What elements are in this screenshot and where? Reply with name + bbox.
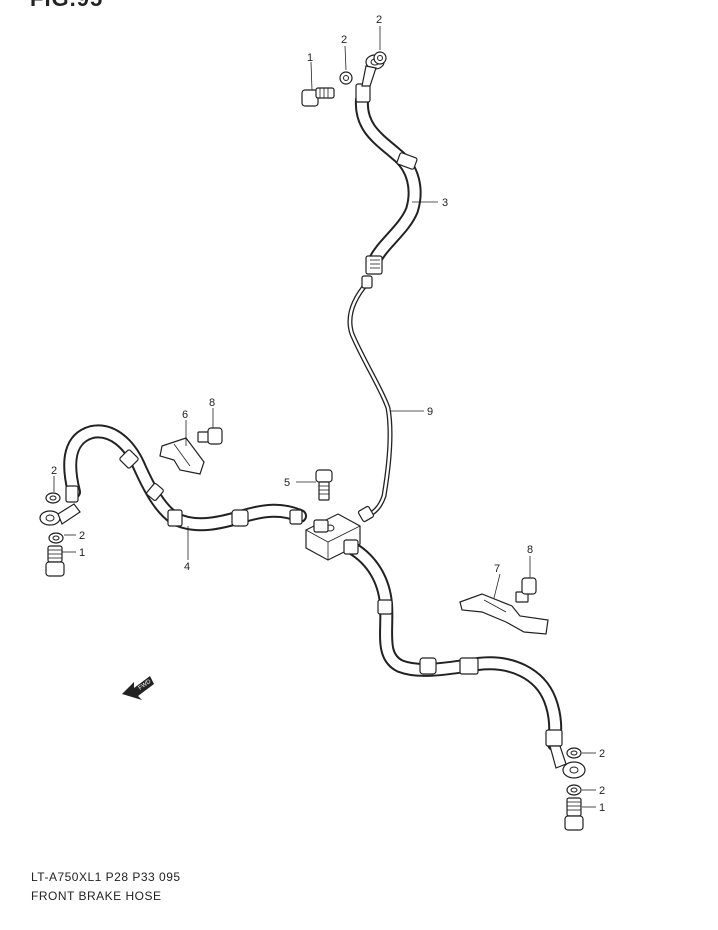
callout-4: 4 [184,561,190,573]
junction-bolt-part-5[interactable] [315,469,333,501]
clamp-bolt-left-part-8[interactable] [197,427,223,445]
callout-1-top: 1 [307,52,313,64]
washer-left-b [48,532,64,544]
callout-6: 6 [182,409,188,421]
banjo-bolt-right [564,797,584,831]
banjo-bolt-left [45,545,65,577]
callout-2-right-a: 2 [599,748,605,760]
callout-9: 9 [427,406,433,418]
callout-1-left: 1 [79,547,85,559]
callout-5: 5 [284,477,290,489]
model-code: LT-A750XL1 P28 P33 095 [31,870,181,884]
callout-2-top-b: 2 [376,14,382,26]
upper-brake-hose-part-3[interactable] [354,83,422,275]
diagram-title: FRONT BRAKE HOSE [31,889,162,903]
left-brake-hose-part-4[interactable] [63,424,307,532]
washer-top-a [339,71,353,85]
callout-2-right-b: 2 [599,785,605,797]
washer-right-a [566,747,582,759]
callout-7: 7 [494,563,500,575]
washer-right-b [566,784,582,796]
fwd-direction-arrow: FWD [122,676,154,700]
callout-2-left-b: 2 [79,530,85,542]
figure-number: FIG.95 [30,0,103,12]
callout-8-right: 8 [527,544,533,556]
right-brake-hose[interactable] [343,539,563,751]
callout-2-left-a: 2 [51,465,57,477]
washer-top-b [373,51,387,65]
brake-pipe-part-9[interactable] [347,275,393,523]
banjo-bolt-top [301,87,335,107]
hose-clamp-part-6[interactable] [159,437,205,475]
callout-8-left: 8 [209,397,215,409]
callout-3: 3 [442,197,448,209]
leader-lines [53,26,596,808]
left-banjo-fitting [39,503,81,526]
washer-left-a [45,492,61,504]
callout-1-right: 1 [599,802,605,814]
right-banjo-fitting [549,745,586,779]
clamp-bolt-right-part-8[interactable] [515,577,537,603]
callout-numbers: 1 2 2 3 6 8 9 5 2 2 1 4 8 7 2 2 1 [51,14,605,814]
hose-clamp-part-7[interactable] [459,593,549,635]
callout-2-top-a: 2 [341,34,347,46]
